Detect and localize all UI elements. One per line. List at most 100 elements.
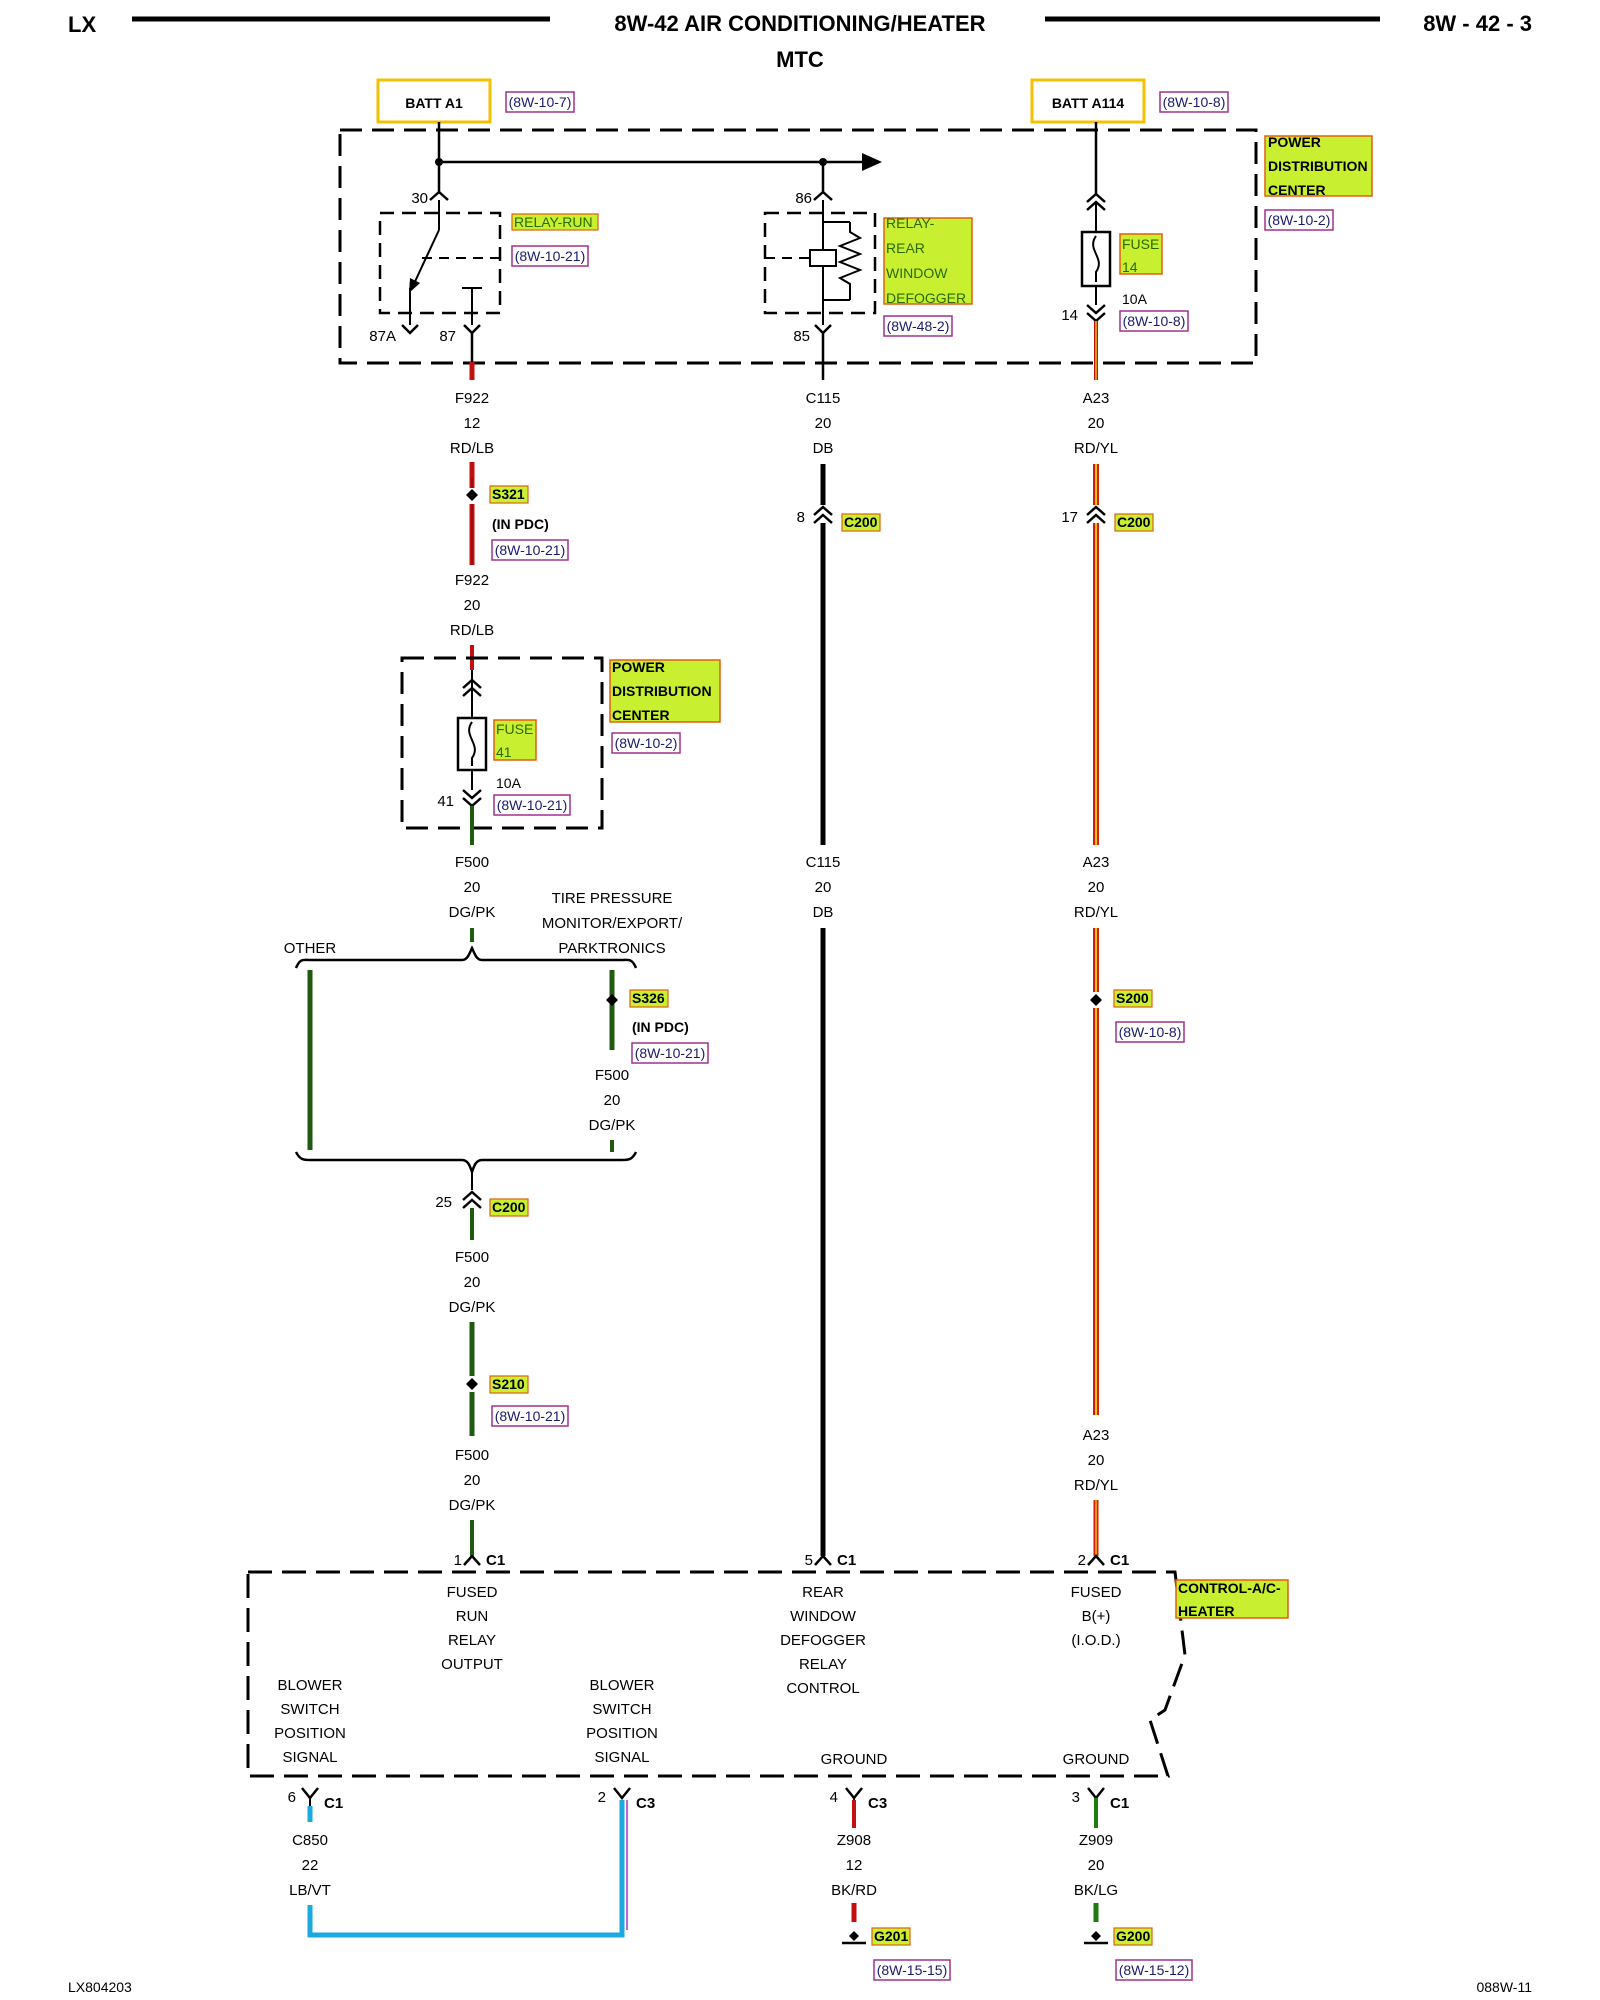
batt-a1-box [376,78,492,124]
fuse14-ref: (8W-10-8) [1123,313,1186,329]
c115b-color: DB [813,904,834,921]
pdc-mid-name-box [609,659,721,723]
fuse14-pin: 14 [1061,307,1078,324]
z909-circuit: Z909 [1079,1832,1113,1849]
module-pin5-term [814,1554,832,1566]
relay-run-ref: (8W-10-21) [515,248,586,264]
a23c-color: RD/YL [1074,1477,1118,1494]
batt-a114-box [1030,78,1146,124]
relay-defog-pin-85: 85 [793,328,810,345]
module-bpin4-conn: C3 [868,1795,887,1812]
pdc-top-outline [338,128,1258,365]
module-bpin6-text-4: SIGNAL [282,1749,337,1766]
c200-8-id-box [841,513,881,532]
fuse41-label-1: FUSE [496,721,533,737]
g201-ref: (8W-15-15) [877,1962,948,1978]
relay-defog-label-4: DEFOGGER [886,290,966,306]
module-bpin6-text-2: SWITCH [280,1701,339,1718]
pdc-top-name-box [1264,135,1373,197]
c115a-color: DB [813,440,834,457]
fuse41-label-2: 41 [496,744,512,760]
s326-ref-box [631,1042,709,1064]
module-bpin3-conn: C1 [1110,1795,1129,1812]
c115a-circuit: C115 [806,390,841,407]
pdc-mid-outline [400,656,604,830]
s200-id: S200 [1116,990,1149,1006]
s200-node [1090,994,1102,1006]
relay-defog-label-2: REAR [886,240,925,256]
module-pin1-text-3: RELAY [448,1632,496,1649]
c200-8-term-1 [813,505,833,516]
g200-id: G200 [1116,1928,1150,1944]
header-left: LX [68,12,96,37]
c200-25-term-2 [462,1198,482,1209]
module-pin5-text-5: CONTROL [786,1680,859,1697]
module-pin1-conn: C1 [486,1552,505,1569]
a23c-gauge: 20 [1088,1452,1105,1469]
g201-id: G201 [874,1928,908,1944]
s210-id: S210 [492,1376,525,1392]
module-bpin2-term [613,1787,631,1801]
module-pin1-text-4: OUTPUT [441,1656,503,1673]
g201-id-box [871,1927,911,1946]
module-pin1-num: 1 [454,1552,462,1569]
s200-ref-box [1115,1021,1185,1043]
branch-other-label: OTHER [284,940,337,957]
pdc-top-ref-box [1264,209,1334,231]
module-bpin4-num: 4 [830,1789,838,1806]
branch-brace-bottom [294,1151,638,1176]
g201-ref-box [873,1959,951,1981]
fuse41-term-bottom-1 [462,789,482,800]
f500b-color: DG/PK [589,1117,636,1134]
fuse14-label-1: FUSE [1122,236,1159,252]
module-bpin2-num: 2 [598,1789,606,1806]
s321-id: S321 [492,486,525,502]
f500d-gauge: 20 [464,1472,481,1489]
fuse14-term-bottom-1 [1086,304,1106,315]
module-bpin3-text: GROUND [1063,1751,1130,1768]
footer-left: LX804203 [68,1979,132,1995]
s321-id-box [489,485,529,504]
f500b-circuit: F500 [595,1067,629,1084]
s326-ref: (8W-10-21) [635,1045,706,1061]
s210-ref: (8W-10-21) [495,1408,566,1424]
module-pin2-text-2: B(+) [1082,1608,1111,1625]
a23a-color: RD/YL [1074,440,1118,457]
s321-node [466,489,478,501]
pdc-top-ref: (8W-10-2) [1268,212,1331,228]
s326-id-box [629,989,669,1008]
relay-run-ref-box [511,245,589,267]
f922a-gauge: 12 [464,415,481,432]
module-bpin4-term [845,1787,863,1801]
pdc-top-name-2: DISTRIBUTION [1268,158,1368,174]
f500c-circuit: F500 [455,1249,489,1266]
c200-17-id: C200 [1117,514,1151,530]
c850-gauge: 22 [302,1857,319,1874]
relay-defog-pin85-term [814,324,832,335]
f922b-gauge: 20 [464,597,481,614]
g200-node [1091,1931,1101,1941]
batt-a114-ref-box [1159,91,1229,113]
page-number: 8W - 42 - 3 [1423,11,1532,36]
module-outline [246,1570,1187,1778]
relay-run-pin87a-term [401,324,419,335]
branch-tire-3: PARKTRONICS [558,940,665,957]
pdc-mid-name-2: DISTRIBUTION [612,683,712,699]
f500d-color: DG/PK [449,1497,496,1514]
f500b-gauge: 20 [604,1092,621,1109]
batt-a1-label: BATT A1 [405,95,463,111]
s210-id-box [489,1375,529,1394]
batt-a1-ref: (8W-10-7) [509,94,572,110]
f922a-color: RD/LB [450,440,494,457]
z908-gauge: 12 [846,1857,863,1874]
module-pin1-text-2: RUN [456,1608,489,1625]
relay-run-pin-87: 87 [439,328,456,345]
batt-a114-label: BATT A114 [1052,95,1125,111]
footer-right: 088W-11 [1476,1979,1532,1995]
pdc-top-name-3: CENTER [1268,182,1326,198]
c200-17-term-2 [1086,513,1106,524]
s326-id: S326 [632,990,665,1006]
module-pin2-term [1087,1554,1105,1566]
g200-ref: (8W-15-12) [1119,1962,1190,1978]
c200-8-id: C200 [844,514,878,530]
